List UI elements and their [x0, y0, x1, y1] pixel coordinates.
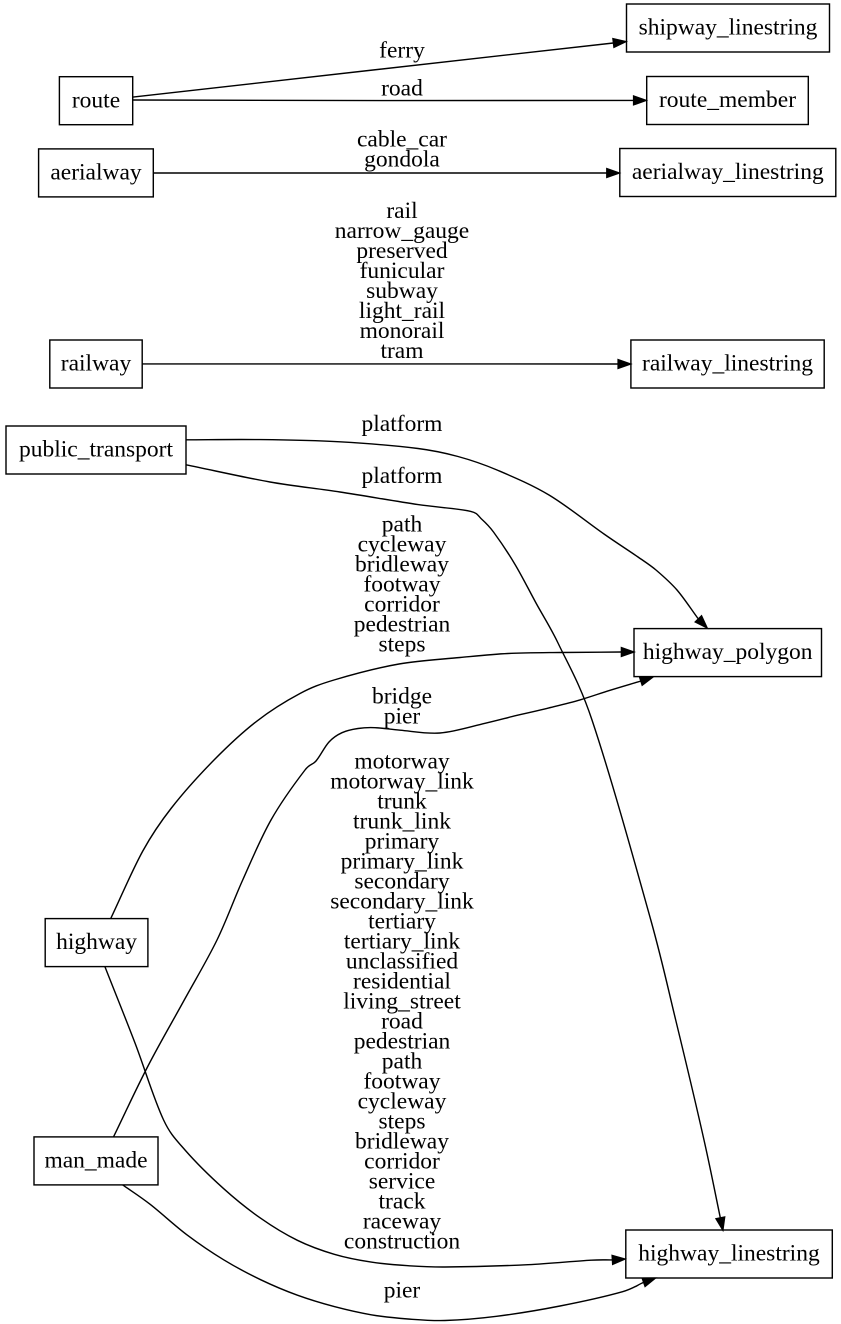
svg-text:public_transport: public_transport [19, 437, 173, 463]
svg-text:cable_car: cable_car [357, 127, 447, 153]
svg-text:road: road [381, 76, 423, 102]
svg-text:route: route [72, 87, 120, 113]
svg-text:secondary: secondary [354, 869, 450, 895]
svg-text:steps: steps [379, 1109, 426, 1135]
svg-text:aerialway_linestring: aerialway_linestring [632, 159, 824, 185]
svg-text:ferry: ferry [379, 38, 425, 64]
svg-text:pedestrian: pedestrian [354, 1029, 451, 1055]
svg-text:tertiary: tertiary [368, 909, 436, 935]
svg-text:path: path [382, 1049, 423, 1075]
svg-text:service: service [369, 1169, 436, 1195]
svg-text:primary: primary [365, 829, 440, 855]
svg-text:railway: railway [61, 351, 132, 377]
svg-text:route_member: route_member [659, 87, 796, 113]
svg-text:subway: subway [366, 278, 438, 304]
svg-text:cycleway: cycleway [358, 1089, 447, 1115]
svg-text:preserved: preserved [356, 238, 448, 264]
svg-text:bridleway: bridleway [355, 551, 449, 577]
svg-text:living_street: living_street [343, 989, 461, 1015]
svg-text:narrow_gauge: narrow_gauge [335, 218, 469, 244]
svg-text:aerialway: aerialway [50, 160, 142, 186]
svg-text:footway: footway [363, 1069, 440, 1095]
svg-text:light_rail: light_rail [359, 298, 446, 324]
svg-text:platform: platform [362, 411, 443, 437]
svg-text:funicular: funicular [360, 258, 445, 284]
svg-text:monorail: monorail [360, 318, 445, 344]
svg-text:man_made: man_made [44, 1148, 147, 1174]
svg-text:construction: construction [344, 1229, 460, 1255]
svg-text:gondola: gondola [364, 147, 440, 173]
svg-text:shipway_linestring: shipway_linestring [639, 15, 818, 41]
svg-text:secondary_link: secondary_link [330, 889, 474, 915]
svg-text:highway_polygon: highway_polygon [643, 639, 813, 665]
svg-text:highway_linestring: highway_linestring [638, 1241, 820, 1267]
svg-text:motorway: motorway [354, 749, 450, 775]
svg-text:primary_link: primary_link [341, 849, 464, 875]
svg-text:bridleway: bridleway [355, 1129, 449, 1155]
svg-text:tram: tram [380, 338, 423, 364]
svg-text:corridor: corridor [364, 591, 440, 617]
svg-text:cycleway: cycleway [358, 531, 447, 557]
svg-text:pier: pier [384, 704, 421, 730]
svg-text:tertiary_link: tertiary_link [344, 929, 460, 955]
svg-text:footway: footway [363, 571, 440, 597]
svg-text:pier: pier [384, 1277, 421, 1303]
svg-text:railway_linestring: railway_linestring [642, 351, 813, 377]
svg-text:raceway: raceway [363, 1209, 442, 1235]
svg-text:motorway_link: motorway_link [330, 769, 474, 795]
svg-text:unclassified: unclassified [346, 949, 458, 975]
svg-text:steps: steps [379, 631, 426, 657]
svg-text:bridge: bridge [372, 684, 432, 710]
svg-text:highway: highway [56, 929, 137, 955]
svg-text:pedestrian: pedestrian [354, 611, 451, 637]
svg-text:corridor: corridor [364, 1149, 440, 1175]
svg-text:residential: residential [353, 969, 451, 995]
svg-text:track: track [379, 1189, 426, 1215]
svg-text:road: road [381, 1009, 423, 1035]
svg-text:path: path [382, 511, 423, 537]
svg-text:trunk: trunk [377, 789, 427, 815]
svg-text:platform: platform [362, 463, 443, 489]
svg-text:trunk_link: trunk_link [353, 809, 451, 835]
svg-text:rail: rail [386, 198, 418, 224]
